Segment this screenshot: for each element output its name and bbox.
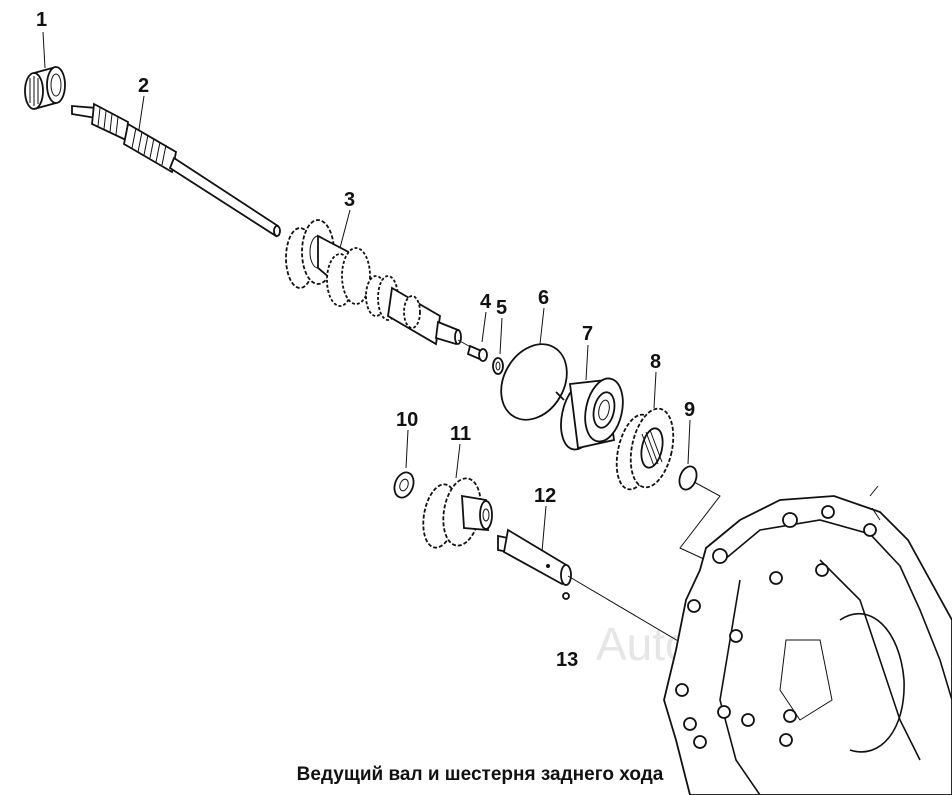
callout-13: 13 <box>556 649 578 671</box>
callout-labels: 1 2 3 4 5 6 7 8 9 10 11 12 13 <box>36 9 695 671</box>
figure-caption: Ведущий вал и шестерня заднего хода <box>296 764 664 785</box>
reverse-gear-part-8 <box>615 371 675 491</box>
snap-ring-part-6 <box>500 307 568 421</box>
pin-part-13 <box>562 592 570 600</box>
input-shaft-part-2 <box>71 95 281 238</box>
gear-cluster-part-3 <box>285 209 477 351</box>
ball-bearing-part-7 <box>560 344 624 451</box>
bolt-part-4 <box>466 311 488 362</box>
callout-10: 10 <box>396 409 418 431</box>
callout-12: 12 <box>534 485 556 507</box>
assembly-leader-lines <box>567 481 721 649</box>
callout-5: 5 <box>496 297 507 319</box>
callout-1: 1 <box>36 9 47 31</box>
callout-2: 2 <box>138 75 149 97</box>
idler-shaft-part-12 <box>497 505 572 586</box>
callout-3: 3 <box>344 189 355 211</box>
thrust-washer-part-10 <box>393 429 415 499</box>
callout-7: 7 <box>582 323 593 345</box>
reverse-idler-gear-part-11 <box>422 443 493 549</box>
callout-4: 4 <box>480 291 492 313</box>
washer-part-5 <box>492 317 504 375</box>
callout-8: 8 <box>650 351 661 373</box>
transmission-case <box>663 485 952 795</box>
callout-6: 6 <box>538 287 549 309</box>
callout-9: 9 <box>684 399 695 421</box>
snap-ring-part-9 <box>678 419 698 491</box>
callout-11: 11 <box>450 423 471 445</box>
needle-bearing-part-1 <box>24 31 66 110</box>
